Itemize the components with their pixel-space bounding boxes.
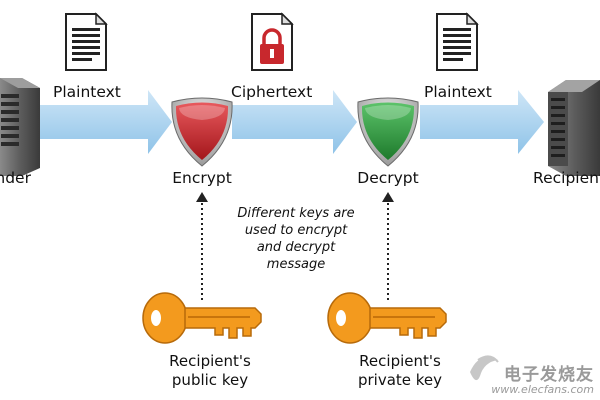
encrypt-shield-icon: [171, 97, 233, 167]
plaintext-label-left: Plaintext: [53, 83, 121, 101]
public-key-icon: [142, 292, 262, 344]
ciphertext-label: Ciphertext: [231, 83, 313, 101]
flow-arrow-encrypt-decrypt: [232, 90, 357, 154]
sender-server-icon: [0, 78, 40, 176]
plaintext-label-right: Plaintext: [424, 83, 492, 101]
private-key-label-line2: private key: [357, 371, 443, 389]
decrypt-shield-icon: [357, 97, 419, 167]
public-key-label: Recipient's public key: [169, 352, 251, 390]
encrypt-label: Encrypt: [172, 169, 232, 187]
private-key-label: Recipient's private key: [358, 352, 442, 390]
note-line: message: [266, 257, 326, 272]
ciphertext-locked-document-icon: [251, 12, 294, 71]
plaintext-document-icon-left: [65, 12, 108, 71]
note-line: and decrypt: [256, 240, 336, 255]
recipient-label: Recipient: [533, 169, 600, 187]
watermark-logo-icon: [470, 355, 499, 381]
decrypt-label: Decrypt: [357, 169, 419, 187]
public-key-label-line1: Recipient's: [169, 352, 251, 370]
watermark-text: 电子发烧友: [504, 365, 594, 385]
private-key-label-line1: Recipient's: [359, 352, 441, 370]
watermark-url: www.elecfans.com: [491, 383, 594, 396]
recipient-server-icon: [548, 80, 600, 176]
sender-label: Sender: [0, 169, 31, 187]
flow-arrow-sender-encrypt: [35, 90, 172, 154]
private-key-icon: [327, 292, 447, 344]
private-key-connector-line: [382, 192, 394, 300]
key-explanation-note: Different keys are used to encrypt and d…: [221, 205, 371, 273]
note-line: Different keys are: [237, 206, 355, 221]
flow-arrow-decrypt-recipient: [420, 90, 544, 154]
note-line: used to encrypt: [244, 223, 348, 238]
public-key-connector-line: [196, 192, 208, 300]
public-key-label-line2: public key: [171, 371, 249, 389]
plaintext-document-icon-right: [436, 12, 479, 71]
watermark: 电子发烧友 www.elecfans.com: [491, 366, 594, 396]
